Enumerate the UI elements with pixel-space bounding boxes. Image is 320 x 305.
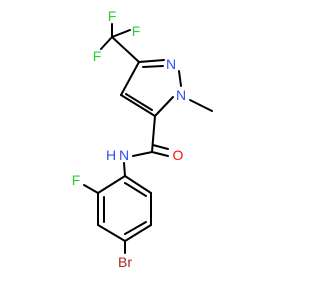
bond-ar-c4-c5-inner (124, 221, 147, 235)
bond-carbonyl-o (151, 151, 169, 157)
bond-c3-n2-double (142, 65, 164, 68)
bond-c5-c4-double (125, 93, 153, 111)
atom-label-o: O (173, 147, 184, 163)
atom-label-f-right: F (132, 23, 141, 39)
bond-carbonyl-nh (132, 151, 153, 157)
bond-nh-aryl (123, 162, 126, 177)
atom-label-f-top: F (108, 8, 117, 24)
bond-ar-c6-c1 (124, 175, 152, 194)
bond-n1-c5 (154, 96, 174, 117)
bond-ar-c3-c4 (97, 224, 126, 242)
bond-n2-n1 (178, 70, 182, 87)
bond-cf3-ring (111, 36, 140, 63)
bond-ar-c1-c2 (97, 175, 126, 194)
structure-canvas: F F F N N N H O F Br (72, 8, 213, 270)
atom-label-n-ring: N (166, 56, 176, 72)
bond-c5-carbonyl (151, 115, 156, 153)
bond-n1-methyl (189, 99, 213, 112)
molecule-drawing: F F F N N N H O F Br (72, 8, 213, 270)
atom-label-nh-n: N (119, 147, 129, 163)
bond-cf3-f-left (100, 36, 113, 50)
bond-ar-c4-c5 (124, 224, 152, 242)
atom-label-f-aryl: F (72, 172, 81, 188)
atom-label-n-methyl: N (176, 87, 186, 103)
bond-ar-c6-c1-inner (124, 182, 147, 197)
bond-c3-n2 (138, 59, 165, 63)
bond-cf3-f-right (111, 29, 131, 38)
bond-c5-c4 (120, 94, 156, 117)
bond-carbonyl-o-double (152, 144, 169, 150)
atom-label-nh-h: H (106, 147, 116, 163)
atom-label-br: Br (118, 254, 132, 270)
bonds (83, 23, 213, 254)
bond-c4-c3 (120, 61, 140, 96)
atom-label-f-left: F (93, 48, 102, 64)
atom-labels: F F F N N N H O F Br (72, 8, 186, 270)
bond-aryl-f (83, 184, 99, 194)
